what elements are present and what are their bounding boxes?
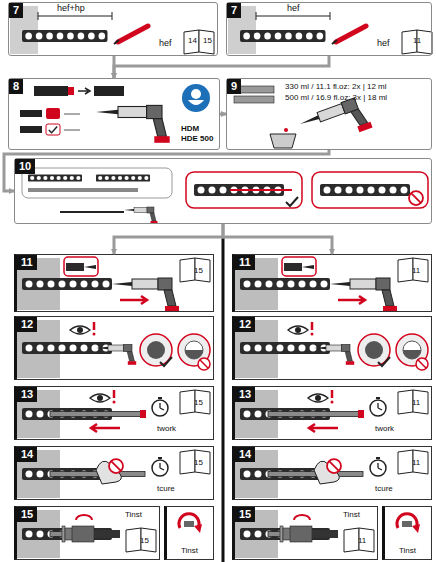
step-panel: Tinst — [164, 506, 214, 560]
step-number: 11 — [235, 255, 255, 270]
step-panel: 14 tcure 15 — [14, 446, 214, 500]
art-circle — [284, 128, 288, 132]
panel-label: twork — [157, 425, 176, 433]
panel-label: HDM — [181, 125, 199, 133]
panel-label: hef — [287, 4, 300, 13]
art-rect — [46, 108, 60, 119]
panel-label: Tinst — [125, 511, 142, 519]
flow-arrow — [223, 224, 332, 254]
step-number: 8 — [9, 79, 23, 94]
panel-label: tcure — [157, 485, 175, 493]
panel-label: 11 — [412, 267, 420, 275]
panel-label: twork — [375, 425, 394, 433]
flow-arrow — [4, 150, 329, 191]
step-panel: 14 tcure 11 — [232, 446, 432, 500]
panel-label: 500 ml / 16.9 fl.oz: 3x | 18 ml — [285, 94, 387, 102]
art-path — [230, 189, 292, 191]
art-path — [222, 238, 225, 562]
art-use — [10, 6, 214, 54]
art-rect — [28, 188, 138, 192]
panel-label: hef — [159, 39, 172, 48]
step-number: 13 — [235, 387, 255, 402]
panel-label: 15 — [140, 537, 149, 545]
step-panel: 15 Tinst 15 — [14, 506, 160, 560]
panel-label: hef — [377, 39, 390, 48]
panel-label: 11 — [413, 37, 421, 45]
art-use — [298, 95, 373, 150]
panel-label: 11 — [358, 537, 366, 545]
step-panel: Tinst — [382, 506, 432, 560]
art-rect — [22, 168, 172, 198]
step-panel: 8HDM HDE 500 — [8, 78, 220, 150]
step-panel: 10 — [14, 158, 432, 224]
art-path — [64, 114, 80, 130]
step-panel: 13 twork 11 — [232, 386, 432, 440]
step-panel: 9 330 ml / 11.1 fl.oz: 2x | 12 ml 500 ml /… — [226, 78, 432, 150]
art-use — [16, 257, 210, 558]
flow-arrow — [113, 56, 116, 78]
art-circle — [182, 84, 210, 112]
step-number: 9 — [227, 79, 241, 94]
step-number: 15 — [17, 507, 37, 522]
panel-label: 330 ml / 11.1 fl.oz: 2x | 12 ml — [285, 83, 387, 91]
panel-label: 15 — [194, 267, 203, 275]
step-number: 12 — [235, 317, 255, 332]
step-panel: 11 15 — [14, 254, 214, 312]
art-use — [96, 105, 170, 142]
panel-label: 15 — [194, 459, 203, 467]
art-use — [320, 184, 410, 196]
panel-label: 15 — [194, 399, 203, 407]
art-rect — [34, 86, 68, 96]
panel-label: 11 — [412, 459, 420, 467]
step-number: 13 — [17, 387, 37, 402]
step-number: 11 — [17, 255, 37, 270]
art-use — [28, 174, 82, 181]
step-panel: 7 hef+hp hef 14 15 — [8, 2, 218, 56]
step-number: 15 — [235, 507, 255, 522]
step-panel: 12 — [232, 316, 432, 380]
panel-label: Tinst — [343, 511, 360, 519]
step-panel: 11 11 — [232, 254, 432, 312]
art-rect — [94, 86, 124, 96]
art-use — [286, 197, 298, 206]
panel-label: Tinst — [181, 547, 198, 555]
step-panel: 7 hef hef 11 — [226, 2, 432, 56]
art-use — [124, 207, 158, 224]
art-rect — [68, 87, 74, 95]
art-rect — [186, 172, 302, 208]
step-number: 7 — [227, 3, 241, 18]
art-rect — [20, 126, 42, 133]
art-rect — [20, 110, 42, 117]
art-circle — [191, 89, 201, 99]
art-path — [78, 88, 90, 94]
art-use — [228, 6, 432, 54]
panel-label: HDE 500 — [181, 135, 213, 143]
art-rect — [312, 172, 428, 208]
art-use — [409, 191, 423, 205]
step-number: 14 — [17, 447, 37, 462]
art-use — [234, 257, 428, 558]
flow-arrow — [114, 56, 329, 78]
art-path — [270, 134, 296, 148]
panel-label: Tinst — [399, 547, 416, 555]
panel-label: tcure — [375, 485, 393, 493]
panel-label: 11 — [412, 399, 420, 407]
step-number: 10 — [15, 159, 35, 174]
art-rect — [46, 124, 60, 135]
art-use — [49, 127, 57, 133]
panel-label: 14 — [188, 37, 197, 45]
art-path — [188, 100, 204, 105]
art-path — [60, 211, 124, 213]
step-number: 12 — [17, 317, 37, 332]
flow-arrow — [114, 224, 223, 254]
panel-label: 15 — [203, 37, 212, 45]
step-number: 14 — [235, 447, 255, 462]
art-use — [96, 174, 150, 181]
step-panel: 15 Tinst 11 — [232, 506, 378, 560]
panel-label: hef+hp — [57, 4, 85, 13]
step-number: 7 — [9, 3, 23, 18]
art-rect — [234, 96, 274, 103]
step-panel: 13 twork 15 — [14, 386, 214, 440]
step-panel: 12 — [14, 316, 214, 380]
